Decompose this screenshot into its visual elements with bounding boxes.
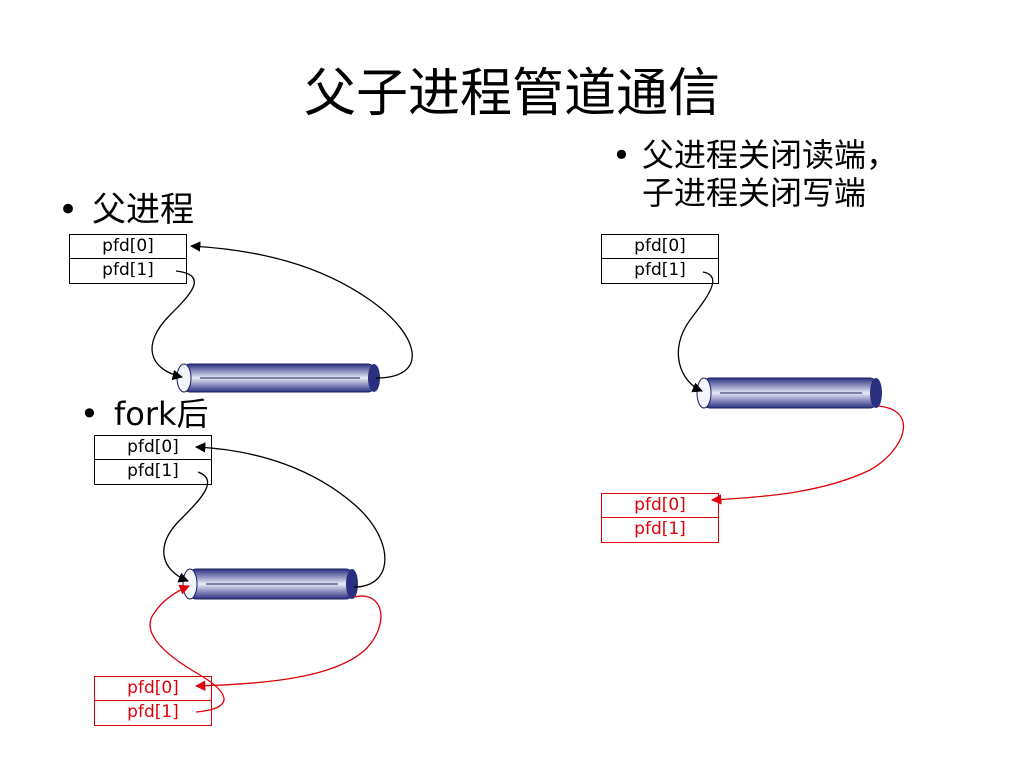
fd-write-cell: pfd[1]	[634, 519, 686, 539]
fd-read-cell: pfd[0]	[95, 436, 211, 460]
slide-title: 父子进程管道通信	[303, 64, 720, 124]
fd-table-right-parent: pfd[0] pfd[1]	[601, 234, 719, 284]
fd-table-parent: pfd[0] pfd[1]	[69, 234, 187, 284]
fd-table-fork-child: pfd[0] pfd[1]	[94, 676, 212, 726]
arrow-fork-pipe-to-parent-read	[194, 442, 386, 588]
bullet-fork: • fork后	[80, 394, 209, 434]
arrow-right-parent-write-to-pipe	[677, 271, 714, 393]
fd-table-fork-parent: pfd[0] pfd[1]	[94, 435, 212, 485]
arrow-fork-pipe-to-child-read	[194, 595, 382, 691]
bullet-parent-text: 父进程	[92, 190, 194, 230]
fd-table-right-child: pfd[0] pfd[1]	[601, 493, 719, 543]
fd-write-cell: pfd[1]	[127, 461, 179, 481]
arrow-pipe-to-parent-read	[189, 241, 413, 379]
fd-read-cell: pfd[0]	[70, 235, 186, 259]
arrow-right-pipe-to-child-read	[710, 405, 905, 505]
fd-write-cell: pfd[1]	[634, 260, 686, 280]
arrow-fork-child-write-to-pipe	[149, 584, 225, 713]
fd-write-cell: pfd[1]	[102, 260, 154, 280]
bullet-right: •父进程关闭读端， 子进程关闭写端	[612, 136, 898, 212]
bullet-dot: •	[58, 190, 79, 230]
fd-read-cell: pfd[0]	[602, 235, 718, 259]
fd-read-cell: pfd[0]	[95, 677, 211, 701]
pipe-fork	[182, 568, 358, 600]
fd-read-cell: pfd[0]	[602, 494, 718, 518]
pipe-right	[696, 377, 882, 409]
bullet-dot: •	[80, 395, 99, 433]
bullet-right-line1: •父进程关闭读端，	[612, 136, 899, 174]
fd-write-cell: pfd[1]	[127, 702, 179, 722]
pipe-parent	[176, 363, 380, 393]
arrow-fork-parent-write-to-pipe	[163, 471, 209, 583]
bullet-right-line2: 子进程关闭写端	[642, 174, 867, 212]
bullet-parent: • 父进程	[58, 190, 194, 230]
bullet-dot: •	[612, 136, 631, 174]
bullet-fork-text: fork后	[114, 395, 209, 433]
arrow-parent-write-to-pipe	[151, 270, 195, 381]
